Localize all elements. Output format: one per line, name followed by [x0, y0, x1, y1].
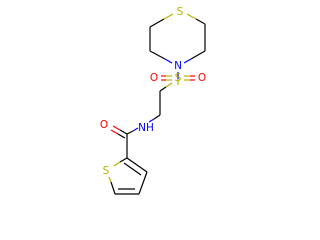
- bond-ch2-n-n: [148, 118, 155, 123]
- atom-carbonyl-o: O: [100, 119, 108, 131]
- bond-ring-1: [149, 18, 165, 28]
- bond-s-ch2: [159, 86, 167, 92]
- atom-thiomorpholine-n: N: [174, 60, 182, 72]
- bond-ch2-n: [153, 114, 161, 120]
- atom-sulfonyl-o-right: O: [198, 72, 206, 84]
- bond-s-ch2-s: [165, 82, 173, 88]
- atom-amide-n: NH: [138, 122, 154, 134]
- bond-ring-4n: [183, 58, 192, 64]
- bond-co-2o: [110, 129, 119, 135]
- bond-ring-5: [149, 50, 166, 60]
- thiophene-ring: [108, 157, 148, 195]
- atom-sulfonyl-s: S: [175, 72, 182, 84]
- bond-ring-2: [195, 18, 206, 25]
- bond-n-co: [126, 130, 134, 135]
- bond-ring-5n: [164, 58, 173, 64]
- bond-th-2: [138, 171, 148, 195]
- molecule-canvas: S N S O O NH O S: [100, 6, 206, 195]
- bond-th-5s: [113, 161, 121, 167]
- structure-diagram: S N S O O NH O S: [100, 6, 206, 195]
- bond-th-4s: [108, 176, 112, 183]
- bond-n-co-n: [132, 127, 139, 132]
- atom-thiophene-s: S: [103, 165, 110, 177]
- bond-ring-4: [190, 50, 206, 60]
- atom-thiomorpholine-s: S: [177, 6, 184, 18]
- bond-co-1o: [112, 125, 121, 131]
- bond-co-2: [117, 133, 126, 139]
- thiomorpholine-ring: [149, 13, 206, 64]
- bond-th-4: [110, 181, 116, 195]
- bond-ring-2s: [186, 13, 197, 20]
- bond-th-5: [119, 157, 128, 163]
- bond-th-1: [126, 157, 148, 173]
- atom-sulfonyl-o-left: O: [150, 72, 158, 84]
- bond-th-1d: [123, 162, 142, 176]
- bond-co-1: [119, 129, 128, 135]
- bond-ring-1s: [163, 13, 174, 20]
